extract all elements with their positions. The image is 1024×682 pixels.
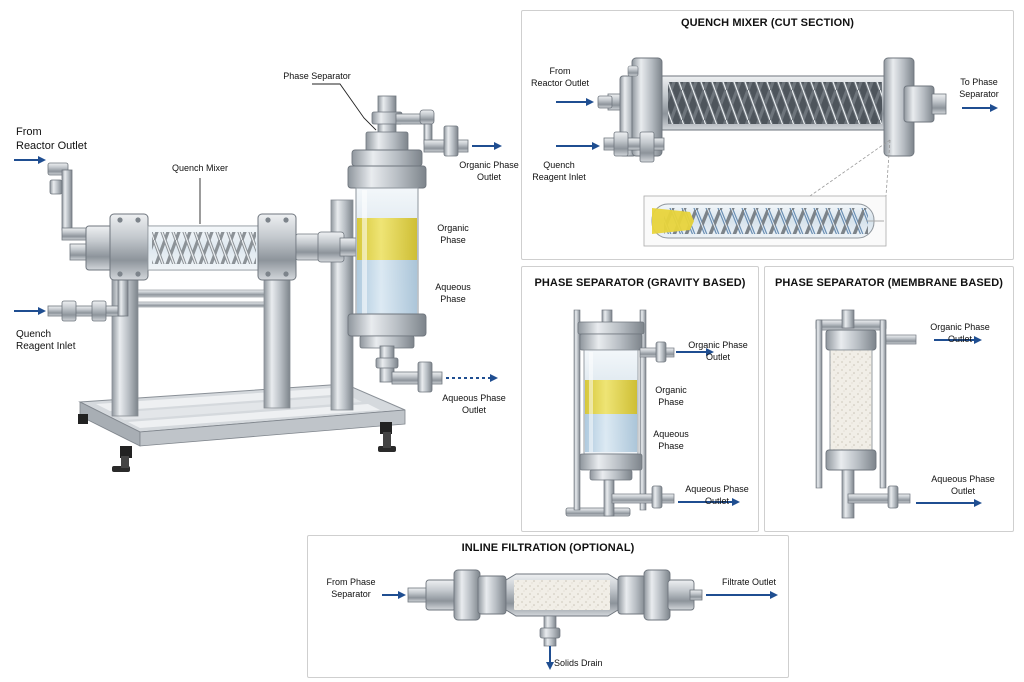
filtration-filtrate-outlet-label: Filtrate Outlet xyxy=(721,577,777,587)
phase-separator-leader xyxy=(312,83,377,131)
gravity-separator-panel-title: PHASE SEPARATOR (GRAVITY BASED) xyxy=(534,277,746,289)
filtration-solids-drain-label: Solids Drain xyxy=(554,658,603,668)
main-organic-phase-label: Organic Phase xyxy=(437,223,469,245)
quench-mixer-panel-title: QUENCH MIXER (CUT SECTION) xyxy=(680,17,855,29)
inline-filtration-drawing xyxy=(382,569,778,670)
cut-quench-reagent-label: Quench Reagent Inlet xyxy=(532,160,586,182)
membrane-separator-drawing xyxy=(815,309,982,519)
main-phase-separator-label: Phase Separator xyxy=(283,71,351,81)
filtration-from-separator-label: From Phase Separator xyxy=(326,577,376,599)
gravity-organic-phase-label: Organic Phase xyxy=(655,385,687,407)
phase-separator-vessel xyxy=(347,95,469,393)
gravity-separator-drawing xyxy=(565,309,740,517)
gravity-aqueous-phase-label: Aqueous Phase xyxy=(653,429,689,451)
quench-mixer-tube xyxy=(85,213,357,281)
main-from-reactor-label: From Reactor Outlet xyxy=(16,126,87,152)
main-assembly xyxy=(14,83,502,472)
cut-from-reactor-label: From Reactor Outlet xyxy=(530,66,590,88)
cut-to-separator-label: To Phase Separator xyxy=(959,77,999,99)
membrane-separator-panel-title: PHASE SEPARATOR (MEMBRANE BASED) xyxy=(774,277,1004,289)
main-aqueous-outlet-label: Aqueous Phase Outlet xyxy=(442,393,506,415)
inline-filtration-panel-title: INLINE FILTRATION (OPTIONAL) xyxy=(461,542,635,554)
membrane-organic-outlet-label: Organic Phase Outlet xyxy=(930,322,990,344)
main-aqueous-phase-label: Aqueous Phase xyxy=(435,282,471,304)
main-organic-outlet-label: Organic Phase Outlet xyxy=(459,160,519,182)
main-quench-reagent-label: Quench Reagent Inlet xyxy=(16,329,76,352)
membrane-aqueous-outlet-label: Aqueous Phase Outlet xyxy=(931,474,995,496)
main-quench-mixer-label: Quench Mixer xyxy=(171,163,229,173)
quench-reagent-inlet-pipe xyxy=(47,259,129,322)
gravity-aqueous-outlet-label: Aqueous Phase Outlet xyxy=(685,484,749,506)
quench-cut-section-drawing xyxy=(556,57,998,247)
gravity-organic-outlet-label: Organic Phase Outlet xyxy=(688,340,748,362)
